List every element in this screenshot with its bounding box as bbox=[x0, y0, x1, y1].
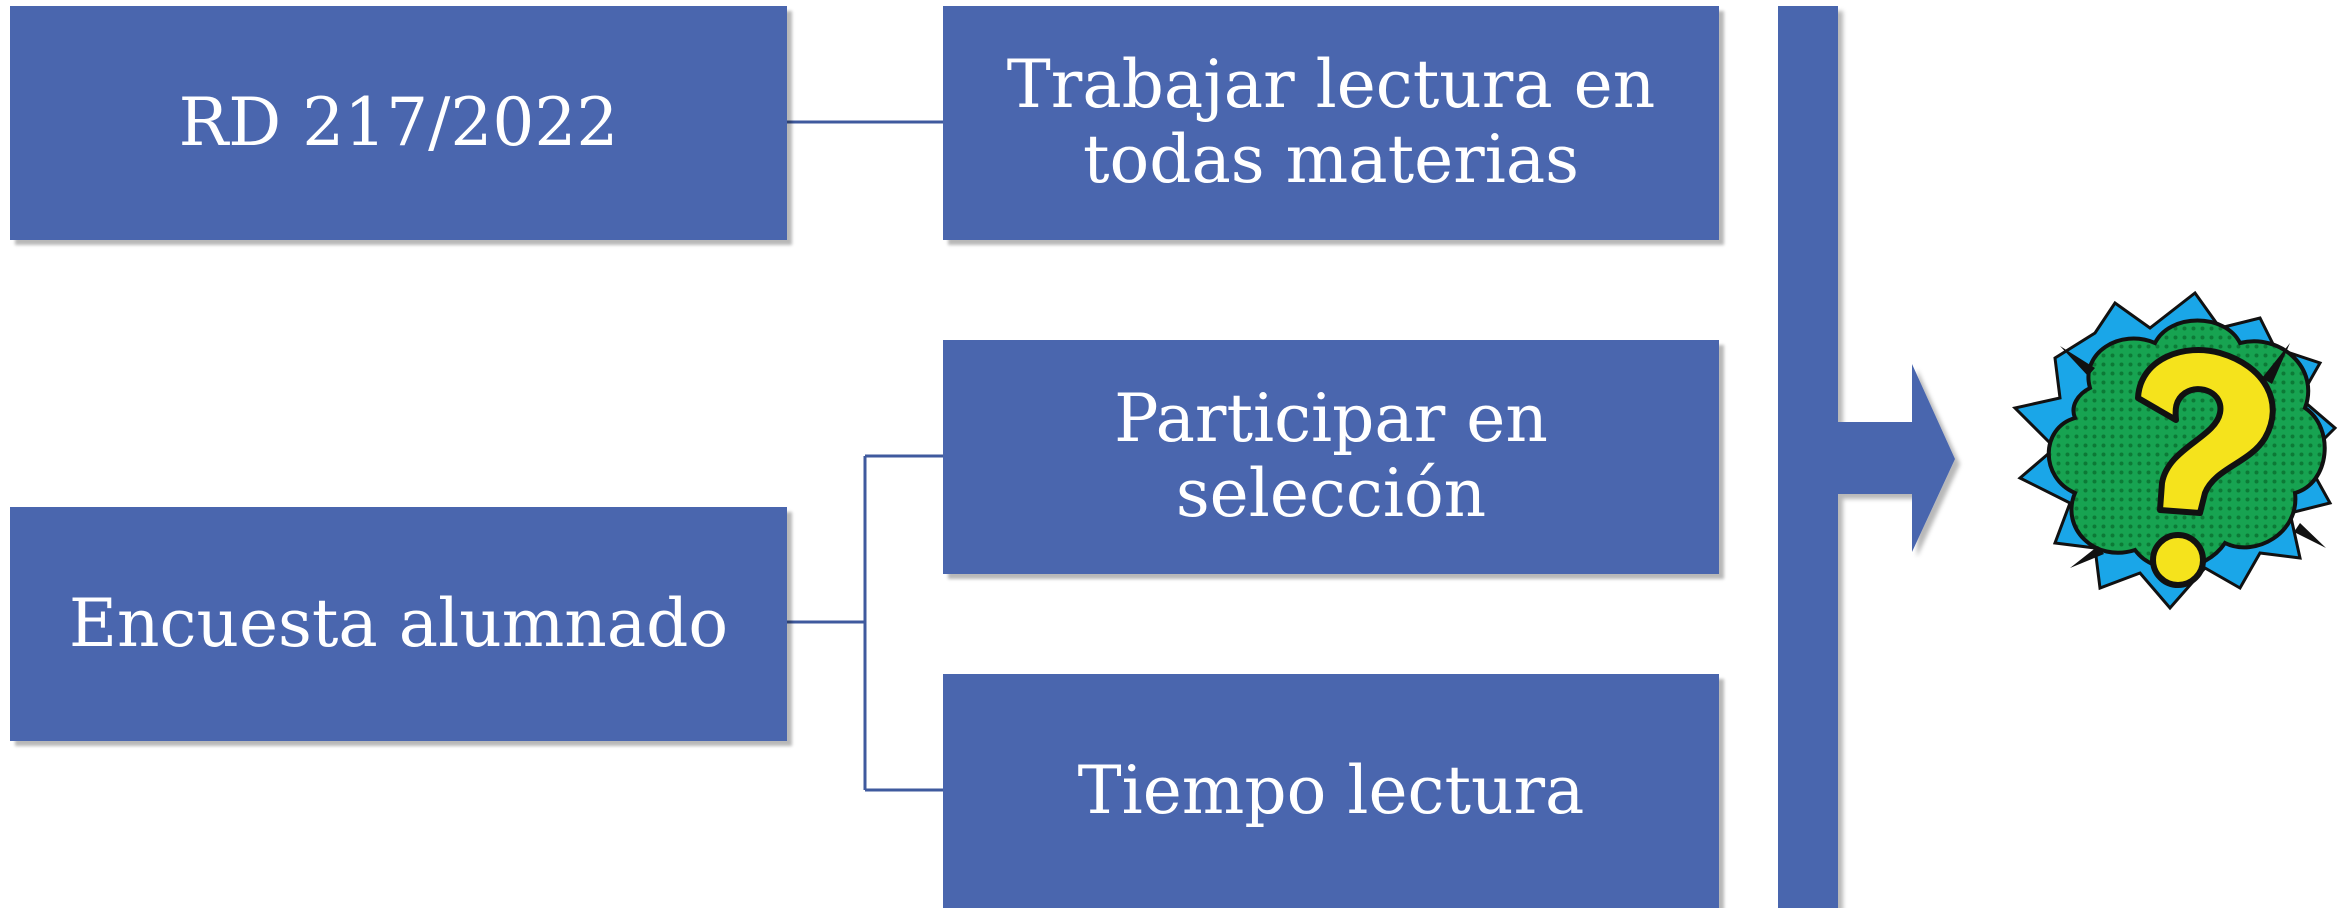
node-tiempo: Tiempo lectura bbox=[943, 674, 1719, 908]
node-participar-line2: selección bbox=[1175, 455, 1487, 532]
node-trabajar-line2: todas materias bbox=[1082, 121, 1580, 198]
node-trabajar-line1: Trabajar lectura en bbox=[1006, 46, 1656, 124]
node-participar-line1: Participar en bbox=[1114, 380, 1548, 458]
node-participar-label: Participar en selección bbox=[1114, 382, 1548, 531]
node-rd: RD 217/2022 bbox=[10, 6, 787, 240]
node-rd-label: RD 217/2022 bbox=[178, 83, 619, 161]
node-trabajar: Trabajar lectura en todas materias bbox=[943, 6, 1719, 240]
node-participar: Participar en selección bbox=[943, 340, 1719, 574]
node-tiempo-label: Tiempo lectura bbox=[1077, 751, 1585, 829]
merge-arrow-shape bbox=[1778, 6, 1955, 908]
question-mark-icon bbox=[2012, 290, 2338, 611]
node-encuesta: Encuesta alumnado bbox=[10, 507, 787, 741]
node-encuesta-label: Encuesta alumnado bbox=[68, 584, 729, 662]
node-trabajar-label: Trabajar lectura en todas materias bbox=[1007, 48, 1655, 197]
